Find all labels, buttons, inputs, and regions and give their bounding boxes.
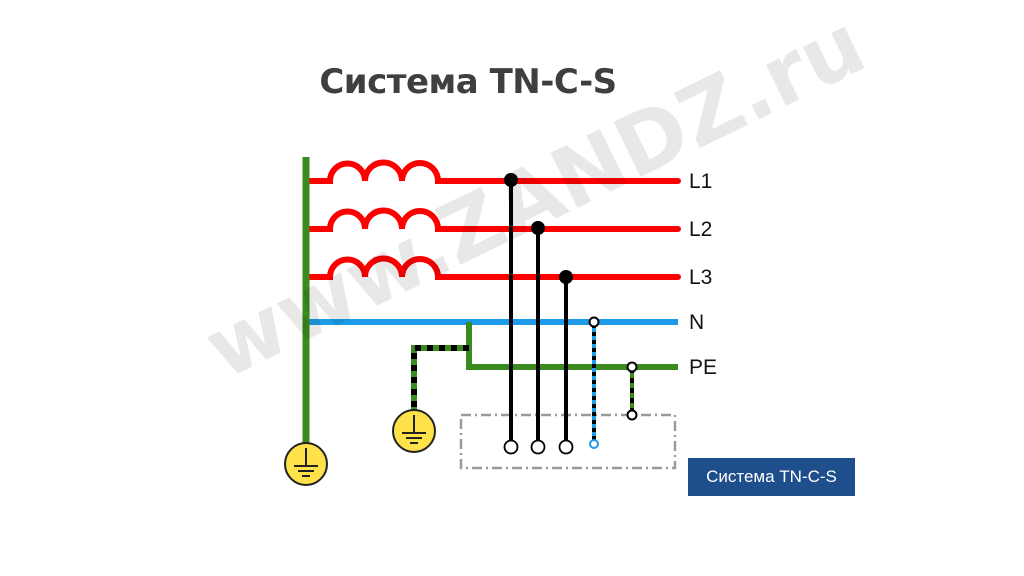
ground-icon: [284, 442, 328, 486]
terminal-l1: [503, 439, 519, 455]
junction-pe: [626, 361, 638, 373]
junction-l2: [531, 221, 545, 235]
junction-l1: [504, 173, 518, 187]
phase-line-l3: [307, 255, 681, 280]
phase-line-l2: [307, 207, 681, 232]
terminal-pe: [626, 409, 638, 421]
junction-l3: [559, 270, 573, 284]
caption-badge: Система TN-C-S: [688, 458, 855, 496]
label-l2: L2: [689, 218, 712, 241]
terminal-n: [589, 439, 599, 449]
label-pe: PE: [689, 356, 717, 379]
phase-conductors: [509, 181, 568, 440]
junction-n: [588, 316, 600, 328]
pe-line: [466, 322, 678, 370]
terminal-l2: [530, 439, 546, 455]
phase-line-l1: [307, 159, 681, 184]
terminal-l3: [558, 439, 574, 455]
ground-icon: [392, 409, 436, 453]
page-title: Система TN-C-S: [319, 62, 617, 102]
repeat-grounding-conductor: [411, 345, 469, 410]
label-l1: L1: [689, 170, 712, 193]
label-l3: L3: [689, 266, 712, 289]
label-n: N: [689, 311, 704, 334]
